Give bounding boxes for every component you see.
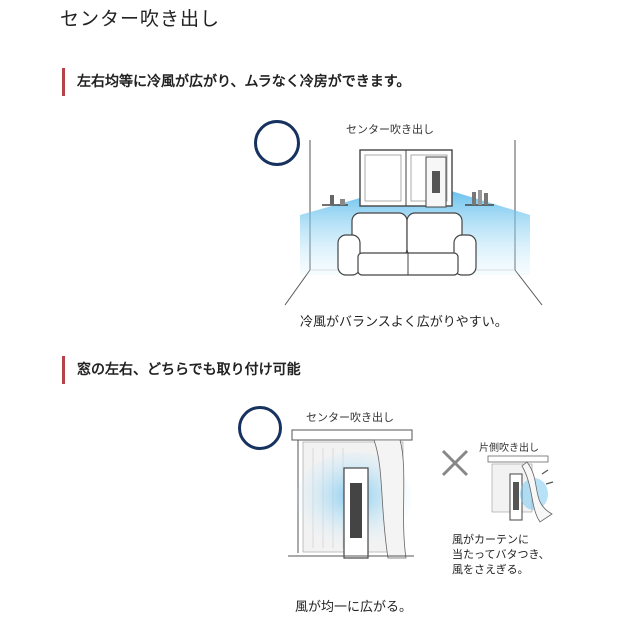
center-outlet-label: センター吹き出し — [306, 411, 394, 424]
good-circle-icon — [254, 120, 300, 166]
balanced-caption: 冷風がバランスよく広がりやすい。 — [300, 315, 508, 330]
room-illustration — [284, 140, 543, 306]
center-outlet-label: センター吹き出し — [346, 123, 434, 136]
bad-cross-icon — [441, 449, 469, 477]
window-center-illustration — [288, 429, 414, 559]
section-heading-mounting: 窓の左右、どちらでも取り付け可能 — [62, 356, 301, 384]
side-outlet-note: 風がカーテンに 当たってバタつき、 風をさえぎる。 — [452, 533, 550, 576]
window-side-illustration — [487, 455, 554, 523]
good-circle-icon — [238, 406, 282, 450]
side-outlet-label: 片側吹き出し — [479, 443, 539, 454]
center-caption: 風が均一に広がる。 — [295, 600, 413, 615]
page-title: センター吹き出し — [60, 8, 221, 30]
section-heading-balanced: 左右均等に冷風が広がり、ムラなく冷房ができます。 — [62, 68, 410, 96]
